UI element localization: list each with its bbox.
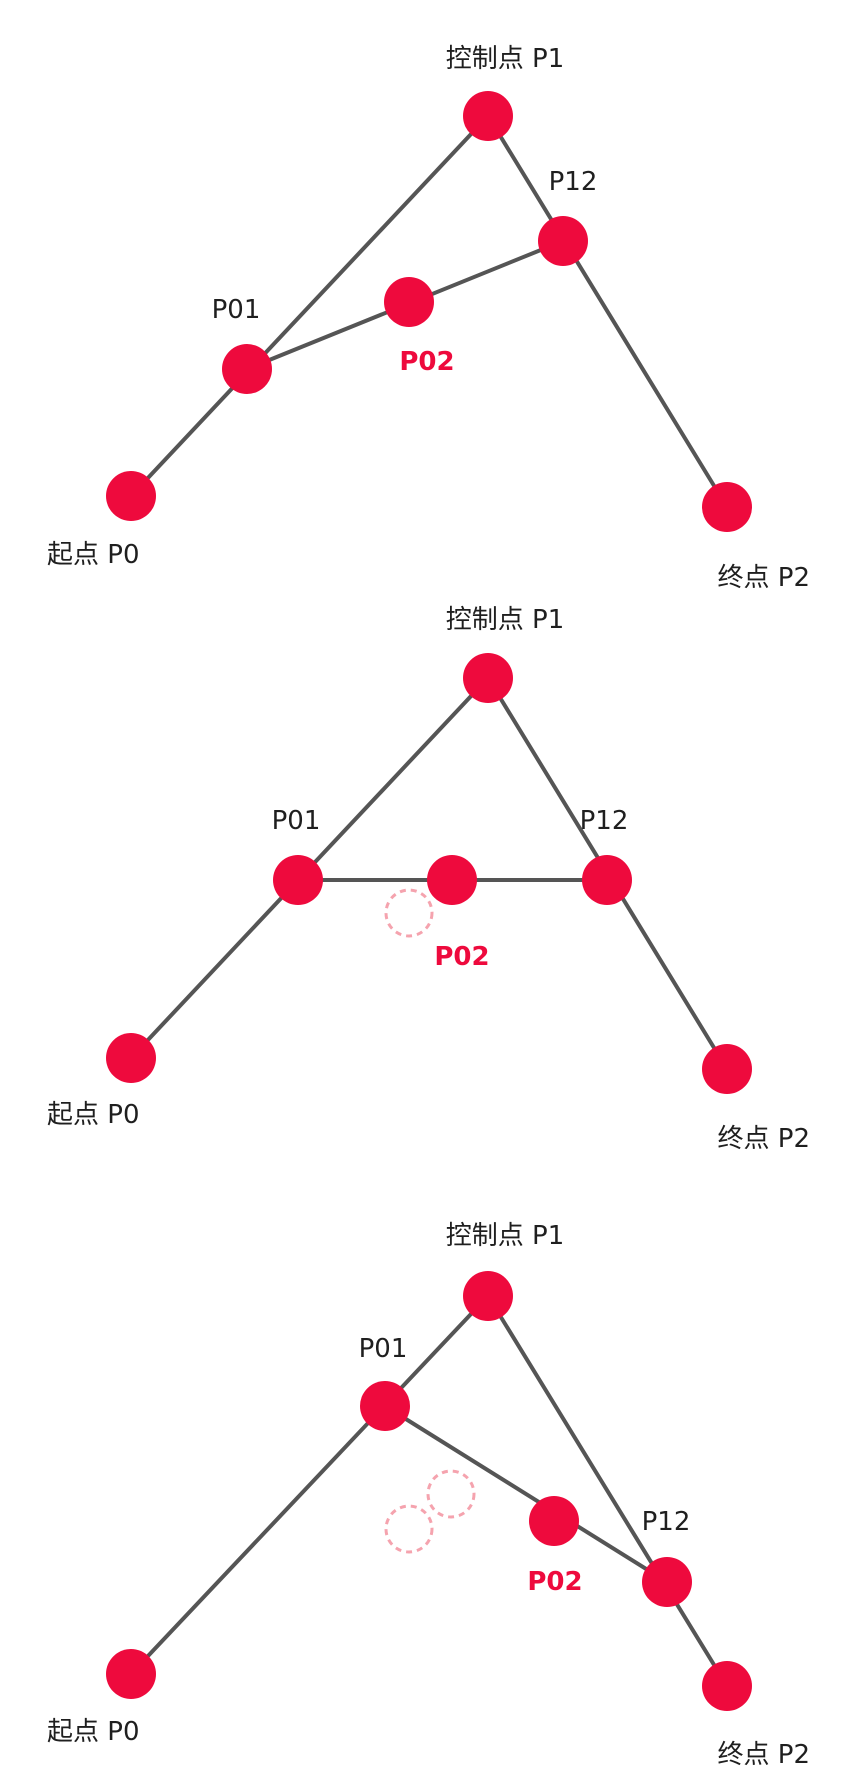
label-start-p0: 起点 P0 xyxy=(47,540,140,570)
label-end-p2: 终点 P2 xyxy=(718,1124,811,1154)
label-p01: P01 xyxy=(272,806,321,836)
point-p02 xyxy=(427,855,477,905)
ghost-point-1 xyxy=(384,1504,434,1554)
point-p0 xyxy=(106,1033,156,1083)
label-p12: P12 xyxy=(580,806,629,836)
line-p1-p2 xyxy=(486,1294,729,1688)
line-p01-p12 xyxy=(383,1404,669,1584)
point-p0 xyxy=(106,471,156,521)
label-p02: P02 xyxy=(527,1567,582,1597)
point-p02 xyxy=(384,277,434,327)
label-p12: P12 xyxy=(549,167,598,197)
label-start-p0: 起点 P0 xyxy=(47,1100,140,1130)
point-p2 xyxy=(702,1044,752,1094)
point-p2 xyxy=(702,482,752,532)
line-p0-p1 xyxy=(129,1294,490,1676)
panel-1: 控制点 P1 P12 P01 P02 起点 P0 终点 P2 xyxy=(47,44,810,593)
ghost-point-1 xyxy=(384,888,434,938)
label-p02: P02 xyxy=(434,942,489,972)
panel-2: 控制点 P1 P01 P12 P02 起点 P0 终点 P2 xyxy=(47,605,810,1154)
point-p1 xyxy=(463,91,513,141)
point-p1 xyxy=(463,1271,513,1321)
label-start-p0: 起点 P0 xyxy=(47,1717,140,1747)
label-end-p2: 终点 P2 xyxy=(718,563,811,593)
point-p12 xyxy=(642,1557,692,1607)
point-p01 xyxy=(273,855,323,905)
point-p12 xyxy=(538,216,588,266)
label-control-p1: 控制点 P1 xyxy=(446,44,565,74)
line-p0-p1 xyxy=(129,114,490,498)
label-p01: P01 xyxy=(359,1334,408,1364)
ghost-point-2 xyxy=(426,1469,476,1519)
panel-3: 控制点 P1 P01 P12 P02 起点 P0 终点 P2 xyxy=(47,1221,810,1768)
point-p12 xyxy=(582,855,632,905)
label-end-p2: 终点 P2 xyxy=(718,1740,811,1768)
point-p1 xyxy=(463,653,513,703)
point-p2 xyxy=(702,1661,752,1711)
label-control-p1: 控制点 P1 xyxy=(446,1221,565,1251)
label-p12: P12 xyxy=(642,1507,691,1537)
line-p1-p2 xyxy=(486,114,729,509)
point-p0 xyxy=(106,1649,156,1699)
point-p01 xyxy=(222,344,272,394)
point-p01 xyxy=(360,1381,410,1431)
label-p02: P02 xyxy=(399,347,454,377)
label-p01: P01 xyxy=(212,295,261,325)
label-control-p1: 控制点 P1 xyxy=(446,605,565,635)
point-p02 xyxy=(529,1496,579,1546)
